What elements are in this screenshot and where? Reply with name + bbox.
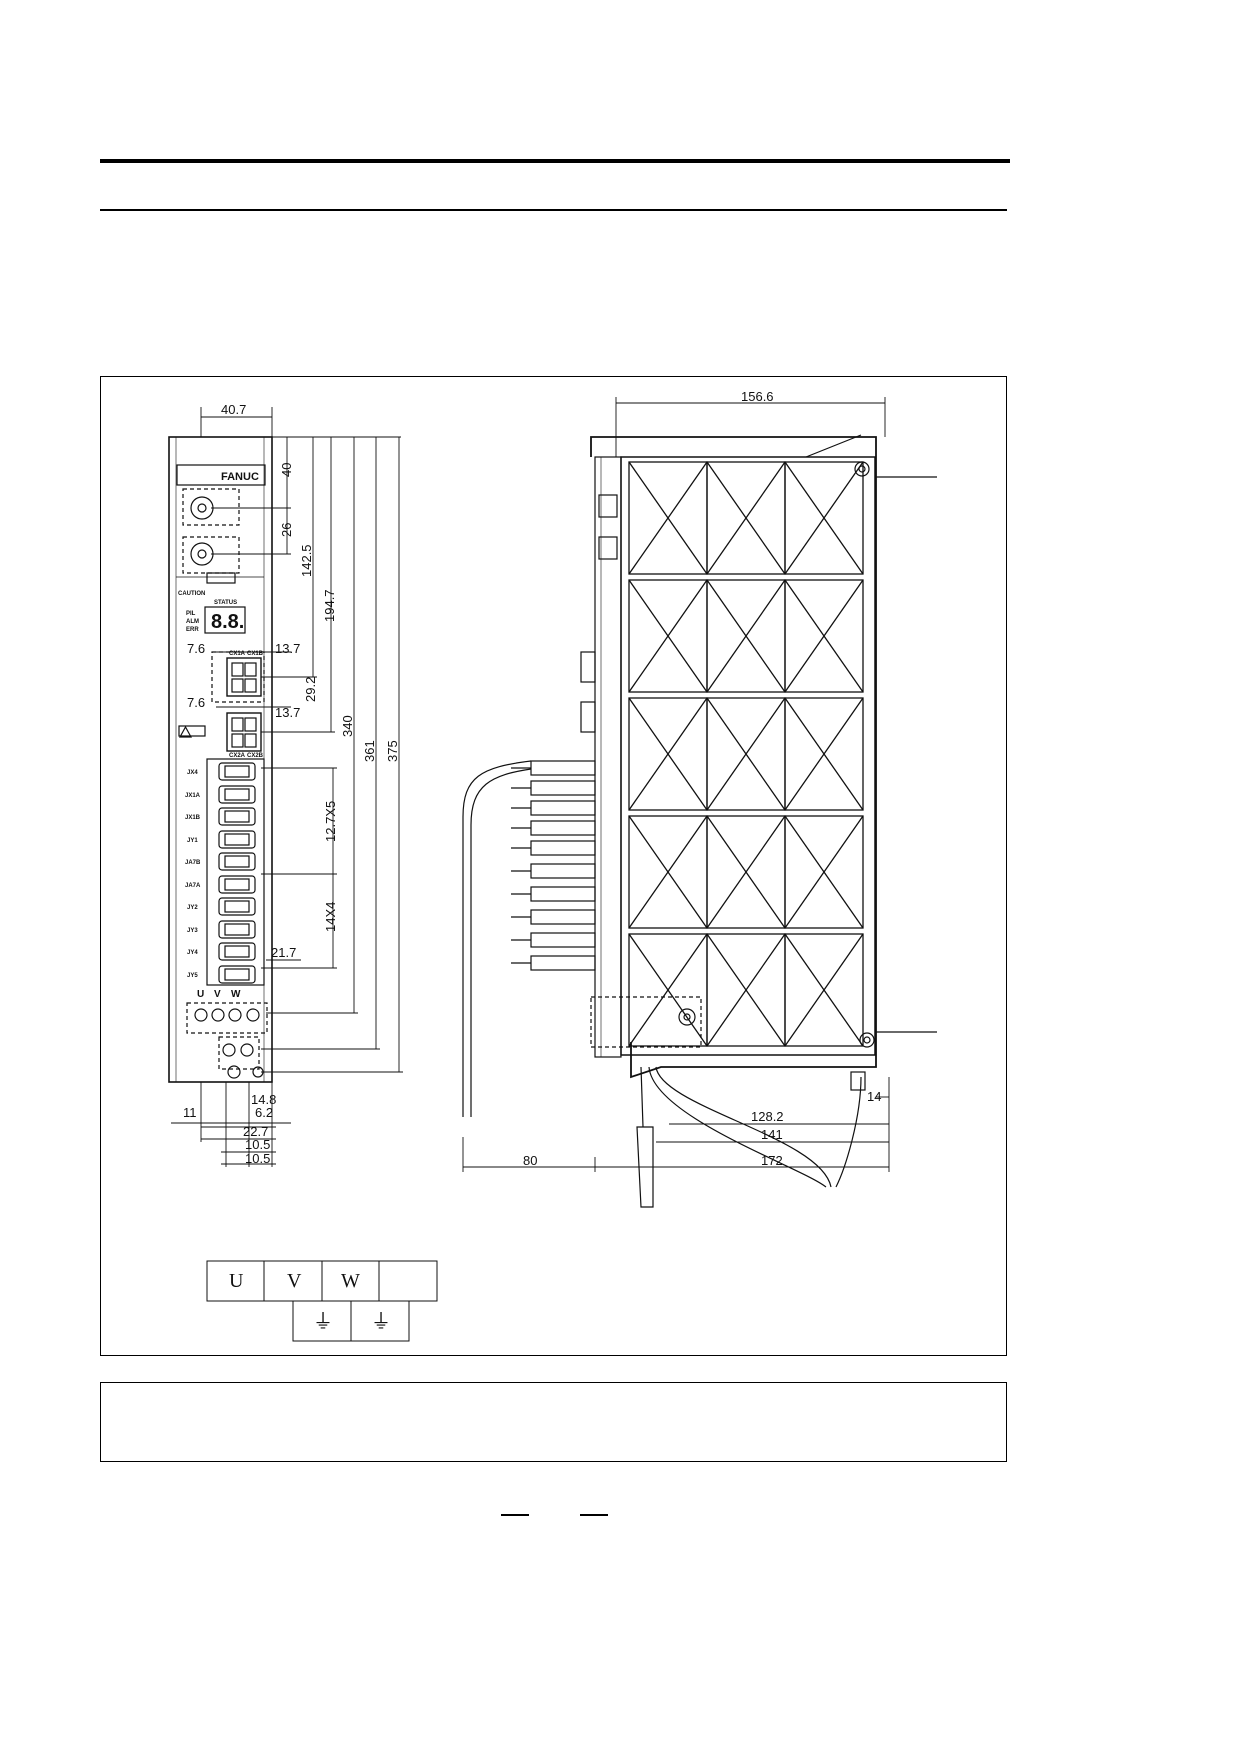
- front-dimension-lines: [171, 407, 403, 1167]
- side-dimension-lines: [462, 397, 890, 1172]
- dim-width: 40.7: [221, 402, 246, 417]
- dim-156-6: 156.6: [741, 389, 774, 404]
- terminal-label-u: U: [197, 989, 204, 1000]
- dim-11: 11: [183, 1105, 197, 1120]
- dim-361: 361: [362, 740, 377, 762]
- dim-80: 80: [523, 1153, 537, 1168]
- dim-14: 14: [867, 1089, 881, 1104]
- terminal-table-v: V: [287, 1270, 302, 1292]
- dim-14x4: 14X4: [323, 902, 338, 932]
- dim-14-8: 14.8: [251, 1092, 276, 1107]
- brand-logo: FANUC: [221, 471, 259, 483]
- note-box: [100, 1382, 1007, 1462]
- connector-label-jx1a: JX1A: [185, 793, 201, 799]
- connector-label-jx4: JX4: [187, 770, 198, 776]
- dim-7-6-b: 7.6: [187, 695, 205, 710]
- dim-128-2: 128.2: [751, 1109, 784, 1124]
- header-thick-rule: [100, 159, 1010, 163]
- status-label: STATUS: [214, 600, 237, 606]
- connector-label-ja7b: JA7B: [185, 860, 201, 866]
- dim-7-6-a: 7.6: [187, 641, 205, 656]
- cx2b-label: CX2B: [247, 753, 264, 759]
- cx1b-label: CX1B: [247, 651, 264, 657]
- ground-symbol-1: ⏚: [313, 1311, 333, 1333]
- terminal-table-w: W: [341, 1270, 360, 1292]
- side-view: [462, 434, 937, 1208]
- dim-29-2: 29.2: [303, 677, 318, 702]
- err-label: ERR: [186, 627, 199, 633]
- header-thin-rule: [100, 209, 1007, 211]
- dim-194-7: 194.7: [322, 589, 337, 622]
- dim-26: 26: [279, 523, 294, 537]
- footer-dash-right: [580, 1514, 608, 1516]
- status-display: 8.8.: [211, 611, 244, 633]
- terminal-label-v: V: [214, 989, 221, 1000]
- connector-label-jy4: JY4: [187, 950, 198, 956]
- dim-13-7-b: 13.7: [275, 705, 300, 720]
- outline-drawing: FANUC CAUTION STATUS PIL ALM ERR 8.8. CX…: [168, 389, 937, 1342]
- cx1a-label: CX1A: [229, 651, 246, 657]
- connector-label-ja7a: JA7A: [185, 883, 201, 889]
- footer-dash-left: [501, 1514, 529, 1516]
- dim-10-5-a: 10.5: [245, 1137, 270, 1152]
- dim-22-7: 22.7: [243, 1124, 268, 1139]
- terminal-table: [206, 1260, 438, 1342]
- dim-6-2: 6.2: [255, 1105, 273, 1120]
- cx2a-label: CX2A: [229, 753, 246, 759]
- pil-label: PIL: [186, 611, 196, 617]
- drawing-frame: FANUC CAUTION STATUS PIL ALM ERR 8.8. CX…: [100, 376, 1007, 1356]
- alm-label: ALM: [186, 619, 199, 625]
- connector-label-jy2: JY2: [187, 905, 198, 911]
- dim-141: 141: [761, 1127, 783, 1142]
- terminal-table-u: U: [229, 1270, 244, 1292]
- dim-375: 375: [385, 740, 400, 762]
- dim-142-5: 142.5: [299, 544, 314, 577]
- connector-label-jy3: JY3: [187, 928, 198, 934]
- caution-label: CAUTION: [178, 591, 205, 597]
- dim-13-7-a: 13.7: [275, 641, 300, 656]
- dim-40: 40: [279, 463, 294, 477]
- cable-plugs: [511, 760, 596, 971]
- dim-172: 172: [761, 1153, 783, 1168]
- connector-sockets: [218, 762, 256, 984]
- note-text: [101, 1383, 1006, 1403]
- dim-21-7: 21.7: [271, 945, 296, 960]
- terminal-label-w: W: [231, 989, 241, 1000]
- front-view: [168, 436, 273, 1083]
- connector-label-jy5: JY5: [187, 973, 198, 979]
- ground-symbol-2: ⏚: [371, 1311, 391, 1333]
- dim-340: 340: [340, 715, 355, 737]
- dim-10-5-b: 10.5: [245, 1151, 270, 1166]
- connector-label-jy1: JY1: [187, 838, 198, 844]
- connector-label-jx1b: JX1B: [185, 815, 201, 821]
- dim-12-7x5: 12.7X5: [323, 801, 338, 842]
